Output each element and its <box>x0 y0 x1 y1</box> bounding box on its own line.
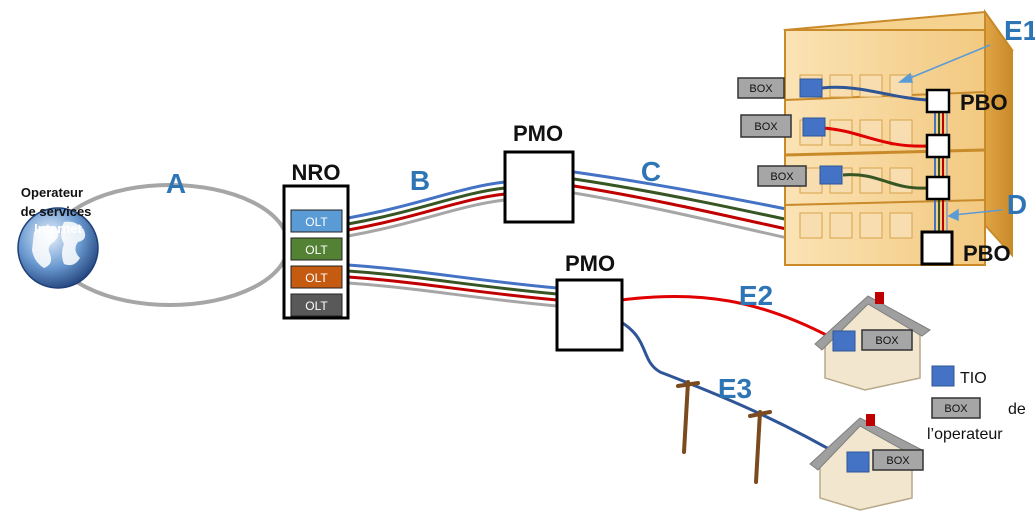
pbo-floor-3 <box>925 175 951 201</box>
fiber-floor-1 <box>821 85 929 102</box>
legend-tio-swatch <box>931 365 955 387</box>
pmo-bottom-box <box>555 278 624 352</box>
olt-label: OLT <box>305 243 328 257</box>
segment-label-a: A <box>166 168 186 199</box>
nro-title: NRO <box>292 160 341 185</box>
isp-label: Operateur de services Internet <box>21 185 92 236</box>
olt-slot-4 <box>290 293 343 317</box>
olt-label: OLT <box>305 271 328 285</box>
segment-label-e2: E2 <box>739 280 773 311</box>
segment-label-d: D <box>1007 189 1027 220</box>
building-box-3: BOX <box>757 165 843 187</box>
legend-operator: l’operateur <box>927 426 1003 443</box>
box-label: BOX <box>770 171 794 183</box>
pmo-top-label: PMO <box>513 121 563 146</box>
pmo-top-box <box>503 150 575 224</box>
fiber-e2 <box>620 294 833 340</box>
fiber-bundle-b <box>347 180 506 238</box>
tio-icon <box>846 451 870 473</box>
tio-icon <box>802 117 826 137</box>
olt-slot-1 <box>290 209 343 233</box>
utility-pole-1 <box>676 380 700 454</box>
box-label: BOX <box>875 335 899 347</box>
house-e3: BOX <box>809 414 924 511</box>
tio-icon <box>819 165 843 185</box>
olt-slot-3 <box>290 265 343 289</box>
segment-label-c: C <box>641 156 661 187</box>
box-label: BOX <box>749 83 773 95</box>
tio-icon <box>832 330 856 352</box>
arrow-d <box>947 208 1003 222</box>
fiber-bundle-nro-pmo2 <box>347 263 558 308</box>
legend-de: de <box>1008 401 1026 418</box>
fiber-e3 <box>620 320 849 462</box>
olt-label: OLT <box>305 299 328 313</box>
legend-box-swatch <box>931 397 981 419</box>
box-label: BOX <box>754 121 778 133</box>
tio-icon <box>799 78 823 98</box>
segment-label-e3: E3 <box>718 373 752 404</box>
legend-box-text: BOX <box>944 403 968 415</box>
globe-icon <box>17 207 99 289</box>
building-box-2: BOX <box>740 114 826 138</box>
olt-label: OLT <box>305 215 328 229</box>
legend-tio-label: TIO <box>960 370 987 387</box>
house-e2: BOX <box>814 292 931 391</box>
segment-label-b: B <box>410 165 430 196</box>
pbo-upper-label: PBO <box>960 90 1008 115</box>
building-box-1: BOX <box>737 77 823 99</box>
segment-label-e1: E1 <box>1004 15 1035 46</box>
isp-line1: Operateur <box>21 185 83 200</box>
olt-slot-2 <box>290 237 343 261</box>
box-label: BOX <box>886 455 910 467</box>
arrow-e1 <box>897 44 991 83</box>
fiber-floor-2 <box>821 126 929 148</box>
fiber-floor-3 <box>842 173 929 190</box>
isp-line3: Internet <box>34 221 82 236</box>
pbo-lower-box <box>920 230 954 266</box>
legend: TIO BOX de l’operateur <box>927 365 1026 443</box>
utility-pole-2 <box>748 410 772 484</box>
pbo-floor-2 <box>925 133 951 159</box>
pbo-lower-label: PBO <box>963 241 1011 266</box>
riser-d <box>934 112 948 232</box>
isp-line2: de services <box>21 204 92 219</box>
pbo-floor-1 <box>925 88 951 114</box>
nro-cabinet: OLT OLT OLT OLT <box>282 184 350 320</box>
pmo-bottom-label: PMO <box>565 251 615 276</box>
